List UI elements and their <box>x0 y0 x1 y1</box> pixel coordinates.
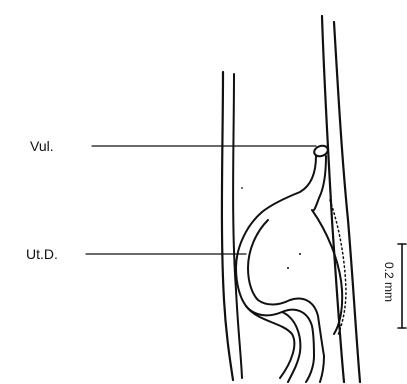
vagina-tube-left <box>262 156 316 212</box>
right-body-wall-outer <box>322 16 344 382</box>
uterine-sac-outer <box>236 210 342 356</box>
left-body-wall-outer <box>222 72 233 380</box>
scale-bar-label: 0.2 mm <box>382 262 396 302</box>
left-body-wall-inner <box>233 74 242 378</box>
scale-bar: 0.2 mm <box>382 244 406 328</box>
uterine-duct-label: Ut.D. <box>26 246 58 262</box>
stipple-dot <box>287 267 289 269</box>
stipple-dot <box>241 187 243 189</box>
uterine-duct-descending-left <box>246 306 294 378</box>
stipple-dot <box>299 253 301 255</box>
uterine-duct-descending-right <box>306 356 324 382</box>
vulva-label: Vul. <box>30 138 54 154</box>
